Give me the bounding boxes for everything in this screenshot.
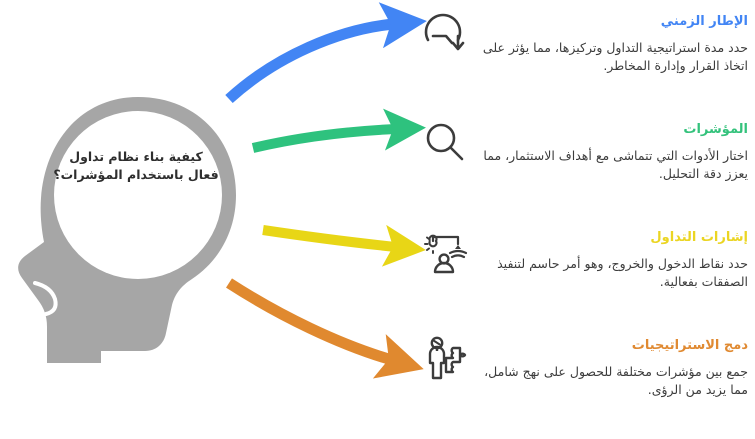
section-text-block: دمج الاستراتيجيات جمع بين مؤشرات مختلفة … bbox=[474, 334, 748, 400]
arrow-to-strategy-integration bbox=[226, 278, 424, 379]
section-description: اختار الأدوات التي تتماشى مع أهداف الاست… bbox=[483, 148, 748, 182]
head-inner-cutout bbox=[54, 111, 222, 279]
section-description: جمع بين مؤشرات مختلفة للحصول على نهج شام… bbox=[484, 364, 748, 398]
section-text-block: إشارات التداول حدد نقاط الدخول والخروج، … bbox=[474, 226, 748, 292]
head-silhouette bbox=[18, 97, 237, 363]
section-text-block: الإطار الزمني حدد مدة استراتيجية التداول… bbox=[474, 10, 748, 76]
section-title: إشارات التداول bbox=[650, 230, 748, 245]
signal-person-icon bbox=[424, 234, 468, 274]
section-title: دمج الاستراتيجيات bbox=[631, 338, 748, 353]
section-title: الإطار الزمني bbox=[660, 14, 748, 29]
ear-detail bbox=[33, 281, 58, 316]
person-puzzle-icon bbox=[428, 336, 467, 380]
magnifier-icon bbox=[426, 123, 464, 161]
section-description: حدد مدة استراتيجية التداول وتركيزها، مما… bbox=[482, 40, 748, 74]
section-title: المؤشرات bbox=[683, 122, 748, 137]
arrow-to-trading-signals bbox=[262, 224, 426, 267]
section-description: حدد نقاط الدخول والخروج، وهو أمر حاسم لت… bbox=[497, 256, 748, 290]
arrow-to-indicators bbox=[251, 108, 426, 153]
arrow-to-timeframe bbox=[225, 2, 427, 104]
clock-timer-icon bbox=[424, 13, 465, 51]
section-text-block: المؤشرات اختار الأدوات التي تتماشى مع أه… bbox=[474, 118, 748, 184]
